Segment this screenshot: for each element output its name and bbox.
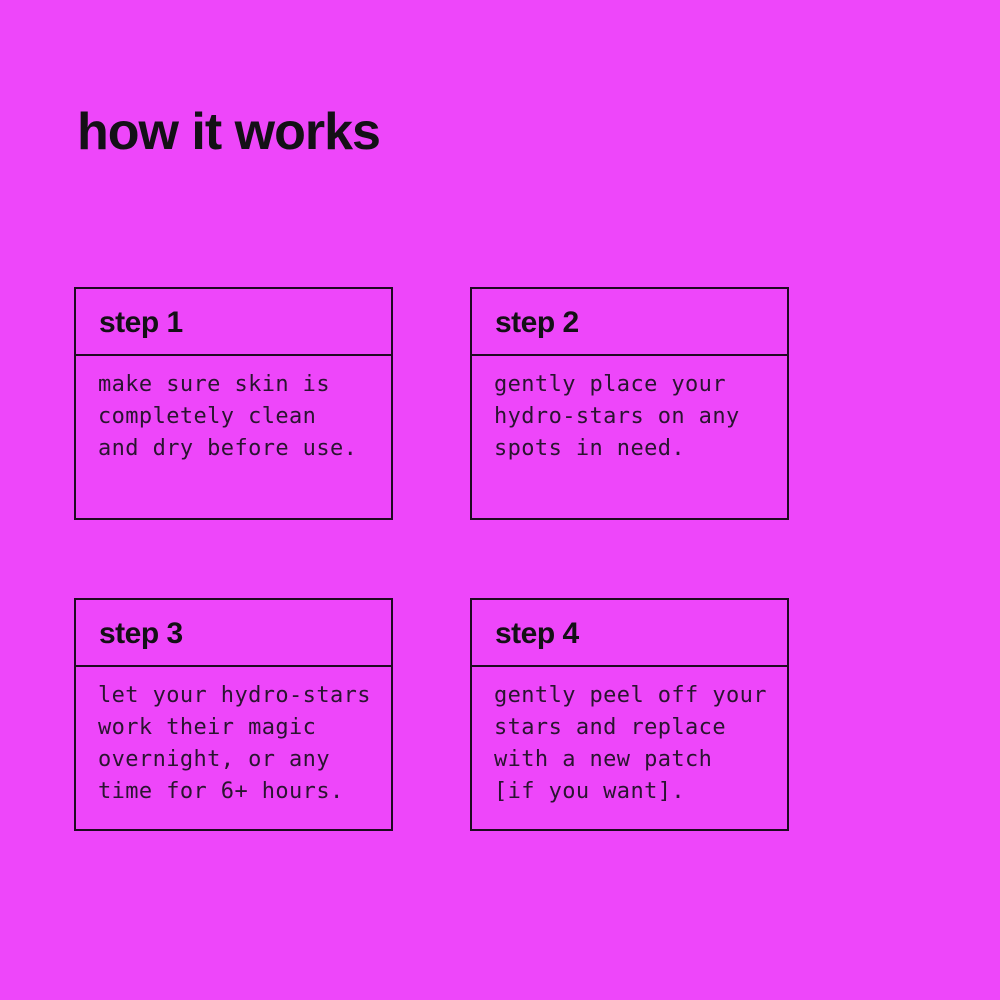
step-card-header: step 4 [472,600,787,667]
step-label: step 3 [99,616,183,650]
step-label: step 4 [495,616,579,650]
step-card-3: step 3 let your hydro-stars work their m… [74,598,393,831]
step-description: gently peel off your stars and replace w… [494,683,767,804]
step-description: gently place your hydro-stars on any spo… [494,372,740,461]
step-card-4: step 4 gently peel off your stars and re… [470,598,789,831]
step-card-body: gently place your hydro-stars on any spo… [472,356,787,465]
step-card-body: let your hydro-stars work their magic ov… [76,667,391,808]
step-card-header: step 1 [76,289,391,356]
step-description: let your hydro-stars work their magic ov… [98,683,371,804]
step-card-1: step 1 make sure skin is completely clea… [74,287,393,520]
step-label: step 2 [495,305,579,339]
step-card-body: make sure skin is completely clean and d… [76,356,391,465]
step-card-body: gently peel off your stars and replace w… [472,667,787,808]
step-card-2: step 2 gently place your hydro-stars on … [470,287,789,520]
step-description: make sure skin is completely clean and d… [98,372,358,461]
step-label: step 1 [99,305,183,339]
step-card-header: step 2 [472,289,787,356]
step-card-header: step 3 [76,600,391,667]
page-title: how it works [77,103,381,161]
